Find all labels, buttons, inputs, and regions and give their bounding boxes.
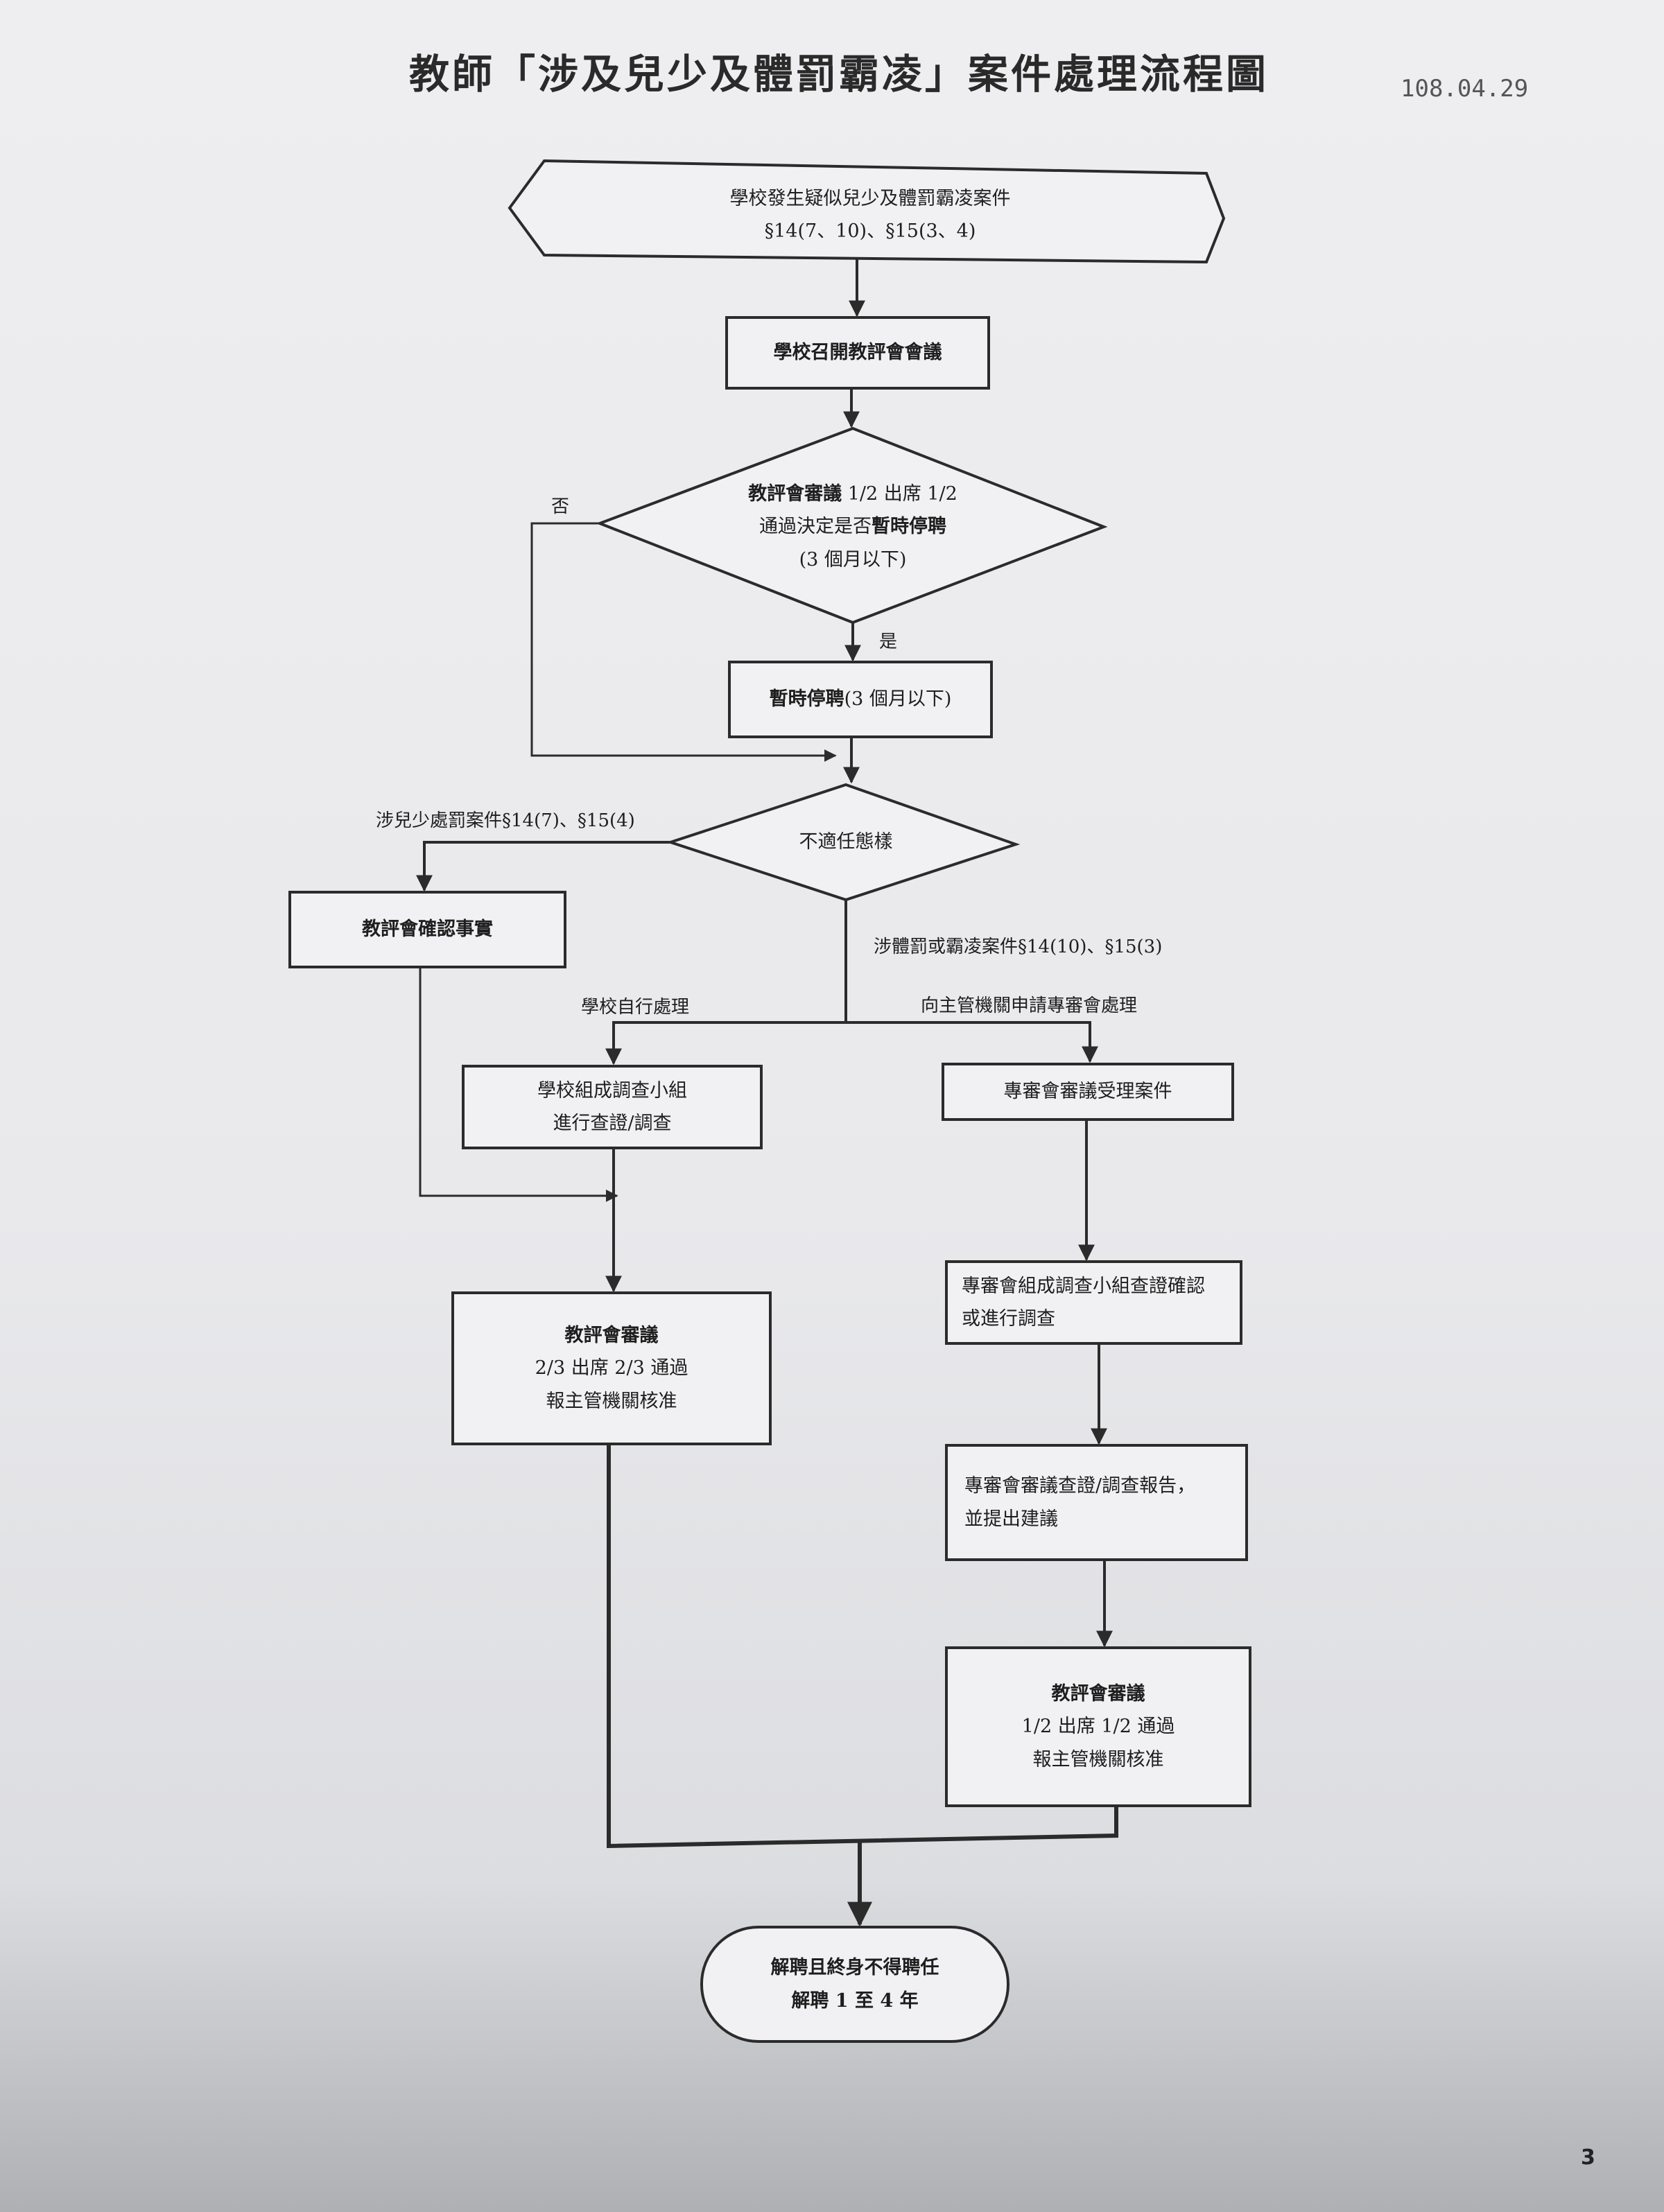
- committee-report-shape: [945, 1444, 1248, 1561]
- committee-report-line1: 專審會審議查證/調查報告，: [964, 1475, 1196, 1497]
- school-team-node: 學校組成調查小組 進行查證/調查: [463, 1066, 761, 1148]
- committee-team-line1: 專審會組成調查小組查證確認: [962, 1275, 1205, 1297]
- committee-team-shape: [945, 1260, 1242, 1345]
- label-corporal-case: 涉體罰或霸凌案件§14(10)、§15(3): [874, 937, 1163, 957]
- label-school-self: 學校自行處理: [581, 997, 690, 1018]
- decision1-line1-rest: 1/2 出席 1/2: [842, 483, 957, 505]
- line-reviews-merge: [607, 1444, 1118, 1849]
- review-left-shape: [451, 1291, 772, 1445]
- start-line2: §14(7、10)、§15(3、4): [764, 220, 976, 242]
- revision-date: 108.04.29: [1401, 75, 1529, 103]
- start-node: 學校發生疑似兒少及體罰霸凌案件 §14(7、10)、§15(3、4): [548, 177, 1193, 253]
- suspend-node: 暫時停聘(3 個月以下): [729, 662, 991, 737]
- decision1-line3: (3 個月以下): [799, 548, 907, 571]
- convene-node: 學校召開教評會會議: [727, 317, 989, 388]
- page-title: 教師「涉及兒少及體罰霸凌」案件處理流程圖: [408, 51, 1269, 98]
- confirm-node: 教評會確認事實: [290, 892, 565, 967]
- review-right-line3: 報主管機關核准: [1032, 1748, 1164, 1770]
- suspend-text: 暫時停聘(3 個月以下): [770, 683, 952, 715]
- review-left-line3: 報主管機關核准: [546, 1390, 677, 1412]
- start-shape: [508, 159, 1226, 264]
- line-decision1-no: [530, 522, 837, 762]
- label-apply-committee: 向主管機關申請專審會處理: [921, 995, 1138, 1016]
- label-yes: 是: [879, 632, 898, 652]
- committee-accept-text: 專審會審議受理案件: [1003, 1081, 1172, 1103]
- review-left-line1: 教評會審議: [564, 1325, 659, 1347]
- end-line2: 解聘 1 至 4 年: [791, 1989, 919, 2012]
- committee-team-node: 專審會組成調查小組查證確認 或進行調查: [946, 1262, 1241, 1343]
- confirm-text: 教評會確認事實: [362, 918, 493, 941]
- arrow-to-school-team: [605, 1021, 846, 1065]
- review-right-line2: 1/2 出席 1/2 通過: [1021, 1716, 1175, 1738]
- arrow-to-committee-accept: [846, 1021, 1098, 1063]
- decision1-line1: 教評會審議 1/2 出席 1/2: [748, 478, 957, 510]
- review-right-shape: [945, 1646, 1251, 1807]
- decision1-line2: 通過決定是否暫時停聘: [759, 510, 946, 543]
- suspend-rest: (3 個月以下): [844, 688, 952, 711]
- confirm-shape: [288, 891, 566, 968]
- decision1-line2-rest: 通過決定是否: [759, 516, 872, 538]
- arrow-decision2-to-confirm: [416, 841, 670, 892]
- decision1-line1-bold: 教評會審議: [748, 483, 842, 505]
- committee-report-node: 專審會審議查證/調查報告， 並提出建議: [946, 1445, 1247, 1560]
- school-team-line1: 學校組成調查小組: [537, 1079, 687, 1101]
- convene-text: 學校召開教評會會議: [773, 342, 942, 364]
- school-team-shape: [462, 1065, 763, 1149]
- decision1-line2-bold: 暫時停聘: [872, 516, 946, 538]
- line-confirm-merge: [419, 967, 618, 1202]
- decision2-node: 不適任態樣: [721, 815, 971, 870]
- review-right-line1: 教評會審議: [1051, 1683, 1145, 1705]
- review-left-node: 教評會審議 2/3 出席 2/3 通過 報主管機關核准: [453, 1293, 770, 1444]
- committee-team-line2: 或進行調查: [962, 1308, 1055, 1330]
- label-child-case: 涉兒少處罰案件§14(7)、§15(4): [376, 810, 635, 831]
- decision1-node: 教評會審議 1/2 出席 1/2 通過決定是否暫時停聘 (3 個月以下): [679, 475, 1026, 579]
- end-line1: 解聘且終身不得聘任: [770, 1957, 939, 1979]
- end-shape: [700, 1926, 1009, 2043]
- committee-report-line2: 並提出建議: [964, 1508, 1058, 1530]
- decision2-text: 不適任態樣: [799, 831, 893, 853]
- committee-accept-node: 專審會審議受理案件: [943, 1064, 1233, 1120]
- end-node: 解聘且終身不得聘任 解聘 1 至 4 年: [702, 1927, 1008, 2041]
- committee-accept-shape: [942, 1063, 1234, 1121]
- suspend-bold: 暫時停聘: [769, 688, 844, 711]
- suspend-shape: [728, 661, 993, 738]
- page-number: 3: [1581, 2145, 1595, 2170]
- label-no: 否: [551, 496, 570, 517]
- review-left-line2: 2/3 出席 2/3 通過: [535, 1357, 688, 1379]
- start-line1: 學校發生疑似兒少及體罰霸凌案件: [729, 187, 1011, 209]
- review-right-node: 教評會審議 1/2 出席 1/2 通過 報主管機關核准: [946, 1648, 1250, 1806]
- convene-shape: [725, 316, 990, 390]
- school-team-line2: 進行查證/調查: [553, 1113, 672, 1134]
